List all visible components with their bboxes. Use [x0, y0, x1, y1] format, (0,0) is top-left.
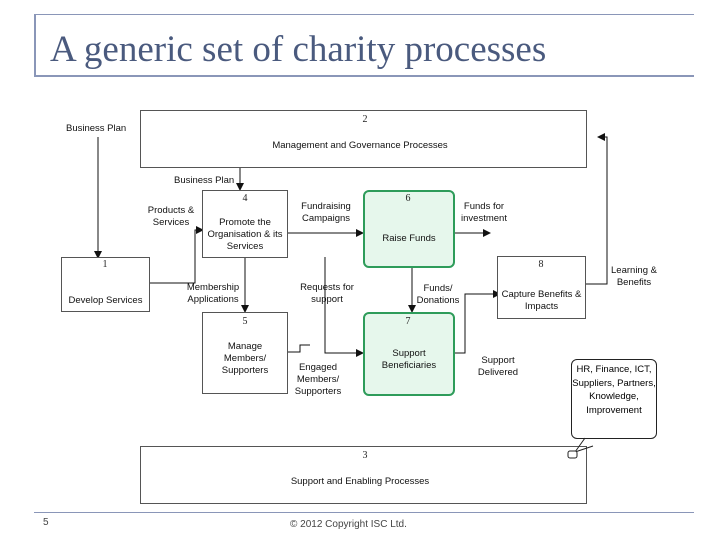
box-number-2: 2	[362, 114, 368, 125]
box-number-1: 1	[102, 259, 108, 270]
box-label-develop-services: Develop Services	[68, 295, 143, 306]
box-number-6: 6	[405, 193, 411, 204]
process-box-raise-funds	[363, 190, 455, 268]
box-number-3: 3	[362, 450, 368, 461]
box-number-7: 7	[405, 316, 411, 327]
flow-label-business-plan-mid: Business Plan	[174, 175, 235, 186]
title-rule-top	[34, 14, 694, 15]
box-number-4: 4	[242, 193, 248, 204]
box-label-promote-organisation: Promote the Organisation & its Services	[207, 217, 283, 252]
box-label-management-governance: Management and Governance Processes	[272, 140, 448, 151]
footer-rule	[34, 512, 694, 513]
flow-label-learning-benefits: Learning & Benefits	[611, 265, 657, 288]
support-callout-note: HR, Finance, ICT, Suppliers, Partners, K…	[571, 359, 657, 439]
process-box-management-governance	[140, 110, 587, 168]
process-box-support-enabling	[140, 446, 587, 504]
process-box-capture-benefits	[497, 256, 586, 319]
flow-label-funds-for-investment: Funds for investment	[461, 201, 507, 224]
process-box-develop-services	[61, 257, 150, 312]
flow-label-support-delivered: Support Delivered	[477, 355, 519, 378]
page-title: A generic set of charity processes	[50, 29, 547, 70]
box-label-manage-members: Manage Members/ Supporters	[221, 341, 269, 376]
flow-label-requests-for-support: Requests for support	[300, 282, 354, 305]
page-number: 5	[43, 517, 49, 528]
flow-label-membership-applications: Membership Applications	[186, 282, 240, 305]
copyright-text: © 2012 Copyright ISC Ltd.	[290, 519, 407, 530]
box-number-5: 5	[242, 316, 248, 327]
flow-label-products-services: Products & Services	[147, 205, 195, 228]
flow-label-funds-donations: Funds/ Donations	[416, 283, 460, 306]
box-label-support-enabling: Support and Enabling Processes	[290, 476, 430, 487]
box-number-8: 8	[538, 259, 544, 270]
title-rule-bottom	[34, 75, 694, 77]
flow-label-fundraising-campaigns: Fundraising Campaigns	[301, 201, 351, 224]
box-label-raise-funds: Raise Funds	[382, 233, 436, 244]
box-label-support-beneficiaries: Support Beneficiaries	[381, 348, 437, 371]
box-label-capture-benefits: Capture Benefits & Impacts	[501, 289, 582, 312]
process-box-manage-members	[202, 312, 288, 394]
process-box-support-beneficiaries	[363, 312, 455, 396]
flow-label-business-plan-top: Business Plan	[66, 123, 127, 134]
title-rule-left	[34, 14, 36, 76]
flow-label-engaged-members: Engaged Members/ Supporters	[294, 362, 342, 397]
process-box-promote-organisation	[202, 190, 288, 258]
